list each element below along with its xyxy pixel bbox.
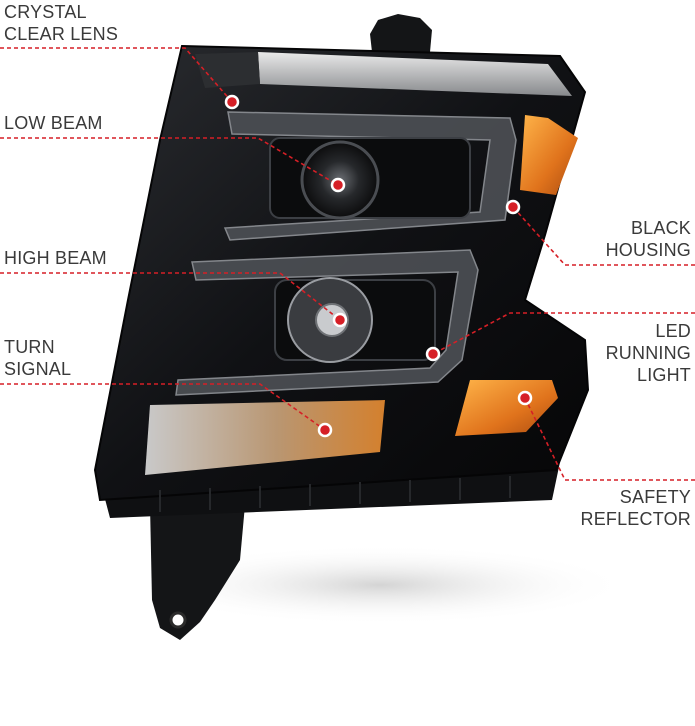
- marker-safety-reflector: [517, 390, 533, 406]
- callout-line-high-beam: [0, 272, 341, 321]
- callout-line-black-housing: [512, 206, 695, 266]
- turn-signal-lens: [145, 400, 385, 475]
- lower-amber-reflector: [455, 380, 558, 436]
- upper-amber-marker: [520, 115, 578, 195]
- label-line: TURN: [4, 337, 55, 357]
- high-beam-bulb: [315, 303, 349, 337]
- callout-line-low-beam: [0, 137, 339, 186]
- chrome-strip-edge: [195, 52, 260, 88]
- housing-ribs: [159, 476, 511, 512]
- callout-line-safety-reflector: [524, 397, 695, 481]
- label-line: CRYSTAL: [4, 2, 87, 22]
- lower-led-bar: [175, 249, 479, 396]
- label-turn-signal: TURN SIGNAL: [4, 336, 71, 380]
- label-line: REFLECTOR: [580, 509, 691, 529]
- floor-shadow: [130, 545, 630, 625]
- marker-turn-signal: [317, 422, 333, 438]
- label-line: BLACK: [630, 218, 691, 238]
- marker-black-housing: [505, 199, 521, 215]
- callout-lines: [0, 47, 695, 481]
- label-line: SAFETY: [619, 487, 691, 507]
- chrome-strip: [258, 52, 572, 96]
- callout-markers: [224, 94, 533, 438]
- label-safety-reflector: SAFETY REFLECTOR: [581, 486, 692, 530]
- label-line: HOUSING: [605, 240, 691, 260]
- label-line: CLEAR LENS: [4, 24, 119, 44]
- label-led-running-light: LED RUNNING LIGHT: [606, 320, 691, 386]
- label-line: RUNNING: [605, 343, 691, 363]
- marker-low-beam: [330, 177, 346, 193]
- label-line: HIGH BEAM: [4, 248, 107, 268]
- callout-line-crystal-clear-lens: [0, 47, 233, 103]
- label-line: LOW BEAM: [4, 113, 103, 133]
- label-high-beam: HIGH BEAM: [4, 247, 107, 269]
- label-crystal-clear-lens: CRYSTAL CLEAR LENS: [4, 1, 118, 45]
- label-line: LED: [655, 321, 691, 341]
- mount-hole: [169, 611, 187, 629]
- label-line: SIGNAL: [4, 359, 72, 379]
- marker-crystal-clear-lens: [224, 94, 240, 110]
- marker-high-beam: [332, 312, 348, 328]
- callout-line-turn-signal: [0, 383, 326, 431]
- callout-line-led-running-light: [432, 312, 695, 355]
- label-low-beam: LOW BEAM: [4, 112, 103, 134]
- label-black-housing: BLACK HOUSING: [606, 217, 691, 261]
- label-line: LIGHT: [636, 365, 691, 385]
- lower-mount-tab: [150, 505, 245, 640]
- top-mount-clip: [370, 14, 432, 52]
- marker-led-running-light: [425, 346, 441, 362]
